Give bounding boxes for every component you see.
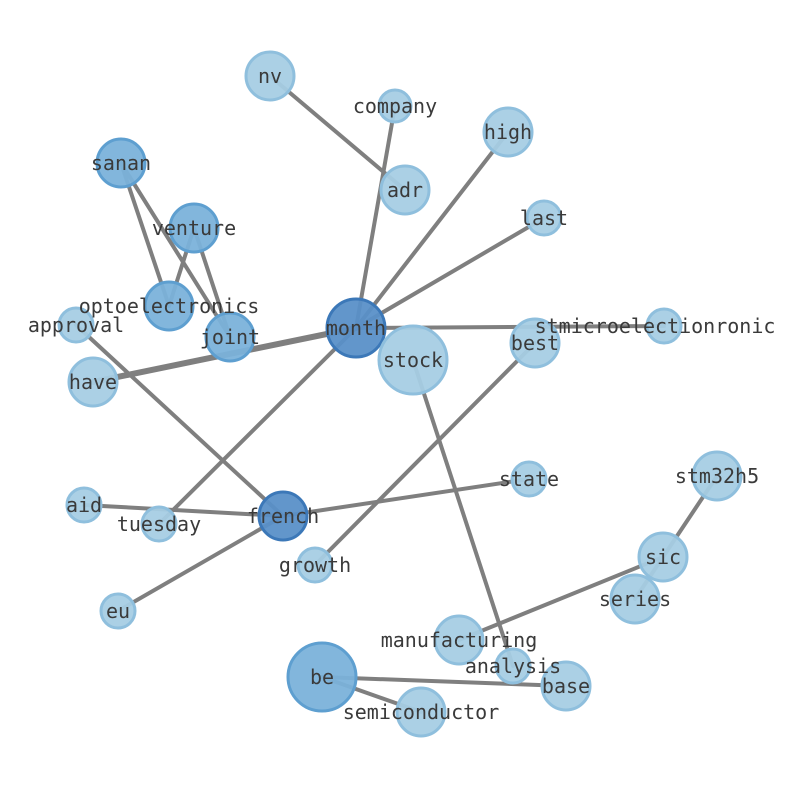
node-label-base: base	[542, 674, 590, 698]
node-label-tuesday: tuesday	[117, 512, 201, 536]
node-label-month: month	[326, 316, 386, 340]
node-have	[67, 356, 119, 408]
node-label-best: best	[511, 331, 559, 355]
node-sic	[637, 531, 689, 583]
node-label-manufacturing: manufacturing	[381, 628, 538, 652]
node-label-analysis: analysis	[465, 654, 561, 678]
node-label-french: french	[247, 504, 319, 528]
edge-be-base	[320, 675, 568, 688]
node-label-growth: growth	[279, 553, 351, 577]
node-label-series: series	[599, 587, 671, 611]
edge-best-growth	[313, 341, 537, 567]
node-semiconductor	[395, 686, 447, 738]
node-label-aid: aid	[66, 493, 102, 517]
node-state	[510, 460, 548, 498]
node-label-stmicroelectionronic: stmicroelectionronic	[535, 314, 776, 338]
nodes-layer	[57, 50, 743, 738]
edge-company-month	[354, 104, 397, 330]
edge-approval-french	[74, 323, 285, 518]
node-base	[540, 660, 592, 712]
node-best	[509, 317, 561, 369]
node-high	[482, 106, 534, 158]
node-approval	[57, 306, 95, 344]
edge-sanan-joint	[119, 161, 232, 339]
node-analysis	[494, 647, 532, 685]
node-aid	[65, 486, 103, 524]
labels-layer: nv company high adr sanan last venture optoelec…	[28, 64, 776, 724]
edge-sic-manufacturing	[457, 555, 665, 642]
edge-stock-analysis	[411, 358, 515, 668]
edge-last-month	[354, 216, 546, 330]
node-label-semiconductor: semiconductor	[343, 700, 500, 724]
node-label-sanan: sanan	[91, 151, 151, 175]
node-label-sic: sic	[645, 545, 681, 569]
node-label-stm32h5: stm32h5	[675, 464, 759, 488]
node-label-approval: approval	[28, 313, 124, 337]
node-be	[286, 641, 358, 713]
node-label-have: have	[69, 370, 117, 394]
node-manufacturing	[433, 614, 485, 666]
node-last	[525, 199, 563, 237]
node-label-last: last	[520, 206, 568, 230]
node-month	[325, 297, 387, 359]
edge-aid-french	[82, 503, 285, 518]
node-growth	[296, 546, 334, 584]
node-joint	[204, 311, 256, 363]
node-label-eu: eu	[106, 599, 130, 623]
node-venture	[168, 202, 220, 254]
edge-state-french	[281, 477, 531, 518]
node-company	[377, 88, 413, 124]
node-nv	[244, 50, 296, 102]
edge-tuesday-month	[157, 326, 358, 526]
node-tuesday	[140, 505, 178, 543]
node-label-venture: venture	[152, 216, 236, 240]
node-label-joint: joint	[200, 325, 260, 349]
node-eu	[99, 592, 137, 630]
node-label-be: be	[310, 665, 334, 689]
node-sanan	[95, 137, 147, 189]
node-label-optoelectronics: optoelectronics	[79, 294, 260, 318]
node-stock	[377, 324, 449, 396]
edge-high-month	[354, 130, 510, 330]
node-label-nv: nv	[258, 64, 282, 88]
node-label-adr: adr	[387, 178, 423, 202]
node-label-stock: stock	[383, 348, 443, 372]
node-label-company: company	[353, 94, 437, 118]
edge-eu-french	[116, 514, 285, 613]
node-french	[257, 490, 309, 542]
node-stmicroelectionronic	[645, 307, 683, 345]
node-optoelectronics	[143, 280, 195, 332]
node-label-high: high	[484, 120, 532, 144]
node-series	[609, 573, 661, 625]
node-stm32h5	[691, 450, 743, 502]
node-adr	[379, 164, 431, 216]
node-label-state: state	[499, 467, 559, 491]
